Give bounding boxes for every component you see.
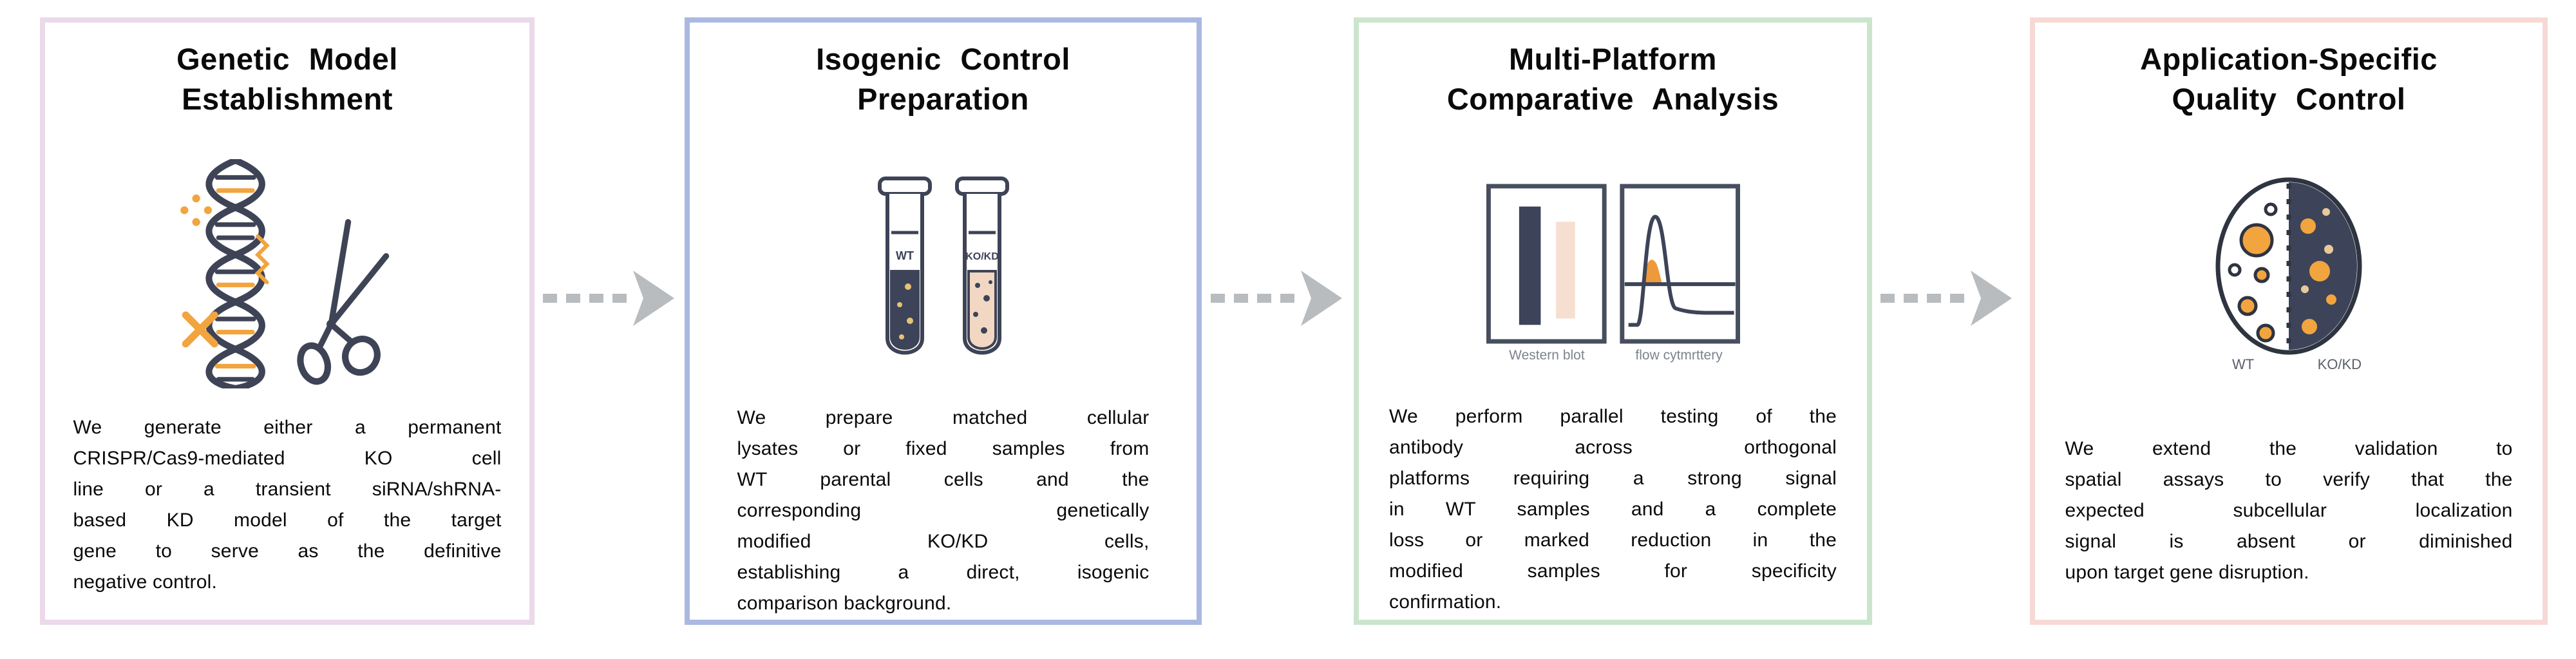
title-line: Establishment (182, 82, 393, 116)
description-line: negative control. (73, 571, 218, 593)
western-blot-label: Western blot (1509, 348, 1585, 363)
panel-description: We perform parallel testing of the antibo… (1389, 401, 1837, 618)
panel-description: We prepare matched cellular lysates or fi… (737, 403, 1150, 619)
description-line: CRISPR/Cas9-mediated KO cell (73, 448, 502, 469)
title-line: Application-Specific (2140, 42, 2438, 76)
panel-application-specific-quality-control: Application-Specific Quality Control (2030, 17, 2548, 625)
dashed-arrow-1 (543, 271, 674, 326)
description-line: based KD model of the target (73, 510, 502, 531)
description-line: gene to serve as the definitive (73, 540, 502, 562)
description-line: signal is absent or diminished (2065, 531, 2513, 552)
flow-cytometry-label: flow cytmrttery (1635, 348, 1723, 363)
description-line: comparison background. (737, 593, 952, 614)
description-line: modified samples for specificity (1389, 560, 1837, 582)
panel-title: Multi-Platform Comparative Analysis (1359, 23, 1867, 119)
title-line: Preparation (857, 82, 1029, 116)
dna-scissors-icon (179, 157, 395, 392)
tube-label-kokd: KO/KD (965, 251, 999, 262)
panel-title: Genetic Model Establishment (45, 23, 529, 119)
description-line: expected subcellular localization (2065, 500, 2513, 521)
description-line: establishing a direct, isogenic (737, 562, 1150, 583)
description-line: line or a transient siRNA/shRNA- (73, 479, 502, 500)
panel-description: We extend the validation to spatial assay… (2065, 434, 2513, 588)
description-line: platforms requiring a strong signal (1389, 468, 1837, 489)
title-line: Isogenic Control (816, 42, 1070, 76)
description-line: WT parental cells and the (737, 469, 1150, 490)
tube-label-wt: WT (896, 249, 914, 262)
western-blot-flow-cytometry-icon (1486, 184, 1740, 347)
description-line: confirmation. (1389, 591, 1502, 613)
panel-title: Application-Specific Quality Control (2035, 23, 2543, 119)
description-line: modified KO/KD cells, (737, 531, 1150, 552)
description-line: spatial assays to verify that the (2065, 469, 2513, 490)
description-line: corresponding genetically (737, 500, 1150, 521)
description-line: antibody across orthogonal (1389, 437, 1837, 458)
description-line: lysates or fixed samples from (737, 438, 1150, 459)
description-line: upon target gene disruption. (2065, 562, 2309, 583)
kokd-label: KO/KD (2317, 356, 2362, 372)
panel-multi-platform-comparative-analysis: Multi-Platform Comparative Analysis West… (1354, 17, 1872, 625)
dashed-arrow-3 (1880, 271, 2012, 326)
panel-title: Isogenic Control Preparation (690, 23, 1197, 119)
panel-genetic-model-establishment: Genetic Model Establishment (40, 17, 535, 625)
title-line: Quality Control (2172, 82, 2406, 116)
title-line: Genetic Model (176, 42, 398, 76)
description-line: in WT samples and a complete (1389, 499, 1837, 520)
description-line: loss or marked reduction in the (1389, 530, 1837, 551)
description-line: We extend the validation to (2065, 438, 2513, 459)
panel-isogenic-control-preparation: Isogenic Control Preparation WT KO/KD (685, 17, 1202, 625)
title-line: Multi-Platform (1509, 42, 1717, 76)
description-line: We prepare matched cellular (737, 407, 1150, 428)
description-line: We perform parallel testing of the (1389, 406, 1837, 427)
title-line: Comparative Analysis (1446, 82, 1779, 116)
test-tubes-icon: WT KO/KD (869, 176, 1018, 372)
petri-dish-cells-icon (2211, 173, 2366, 363)
wt-label: WT (2231, 356, 2255, 372)
description-line: We generate either a permanent (73, 417, 502, 438)
dashed-arrow-2 (1211, 271, 1342, 326)
